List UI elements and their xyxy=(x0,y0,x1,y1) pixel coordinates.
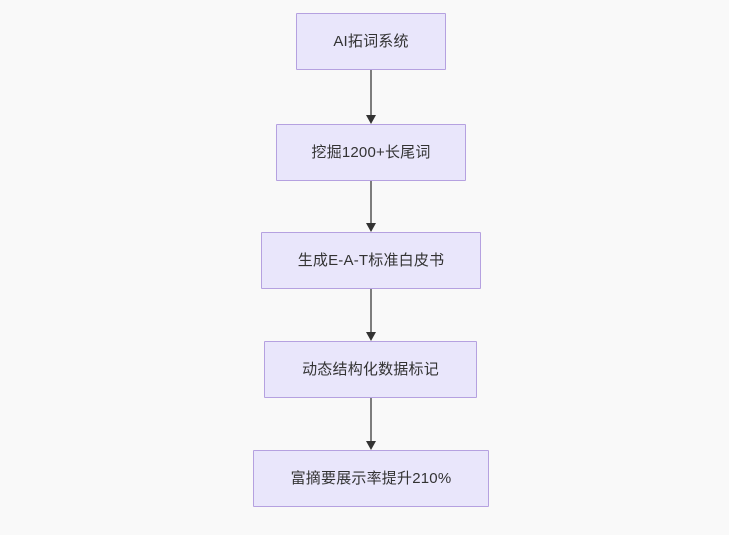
edge-line xyxy=(370,398,372,442)
flowchart-edge-1-to-2 xyxy=(365,70,377,124)
flowchart-edge-3-to-4 xyxy=(365,289,377,341)
arrow-down-icon xyxy=(366,115,376,124)
arrow-down-icon xyxy=(366,441,376,450)
flowchart-edge-2-to-3 xyxy=(365,181,377,232)
edge-line xyxy=(370,181,372,224)
flowchart-node-mine-longtail-keywords[interactable]: 挖掘1200+长尾词 xyxy=(276,124,466,181)
flowchart-node-ai-keyword-system[interactable]: AI拓词系统 xyxy=(296,13,446,70)
edge-line xyxy=(370,289,372,333)
flowchart-node-label: AI拓词系统 xyxy=(333,33,409,50)
arrow-down-icon xyxy=(366,223,376,232)
flowchart-node-label: 富摘要展示率提升210% xyxy=(290,470,452,487)
flowchart-node-generate-eat-whitepaper[interactable]: 生成E-A-T标准白皮书 xyxy=(261,232,481,289)
flowchart-node-label: 挖掘1200+长尾词 xyxy=(311,144,431,161)
flowchart-node-label: 动态结构化数据标记 xyxy=(302,361,439,378)
arrow-down-icon xyxy=(366,332,376,341)
flowchart-node-rich-snippet-impression-lift[interactable]: 富摘要展示率提升210% xyxy=(253,450,489,507)
flowchart-edge-4-to-5 xyxy=(365,398,377,450)
edge-line xyxy=(370,70,372,116)
flowchart-node-label: 生成E-A-T标准白皮书 xyxy=(297,252,445,269)
flowchart-node-dynamic-structured-data-markup[interactable]: 动态结构化数据标记 xyxy=(264,341,477,398)
